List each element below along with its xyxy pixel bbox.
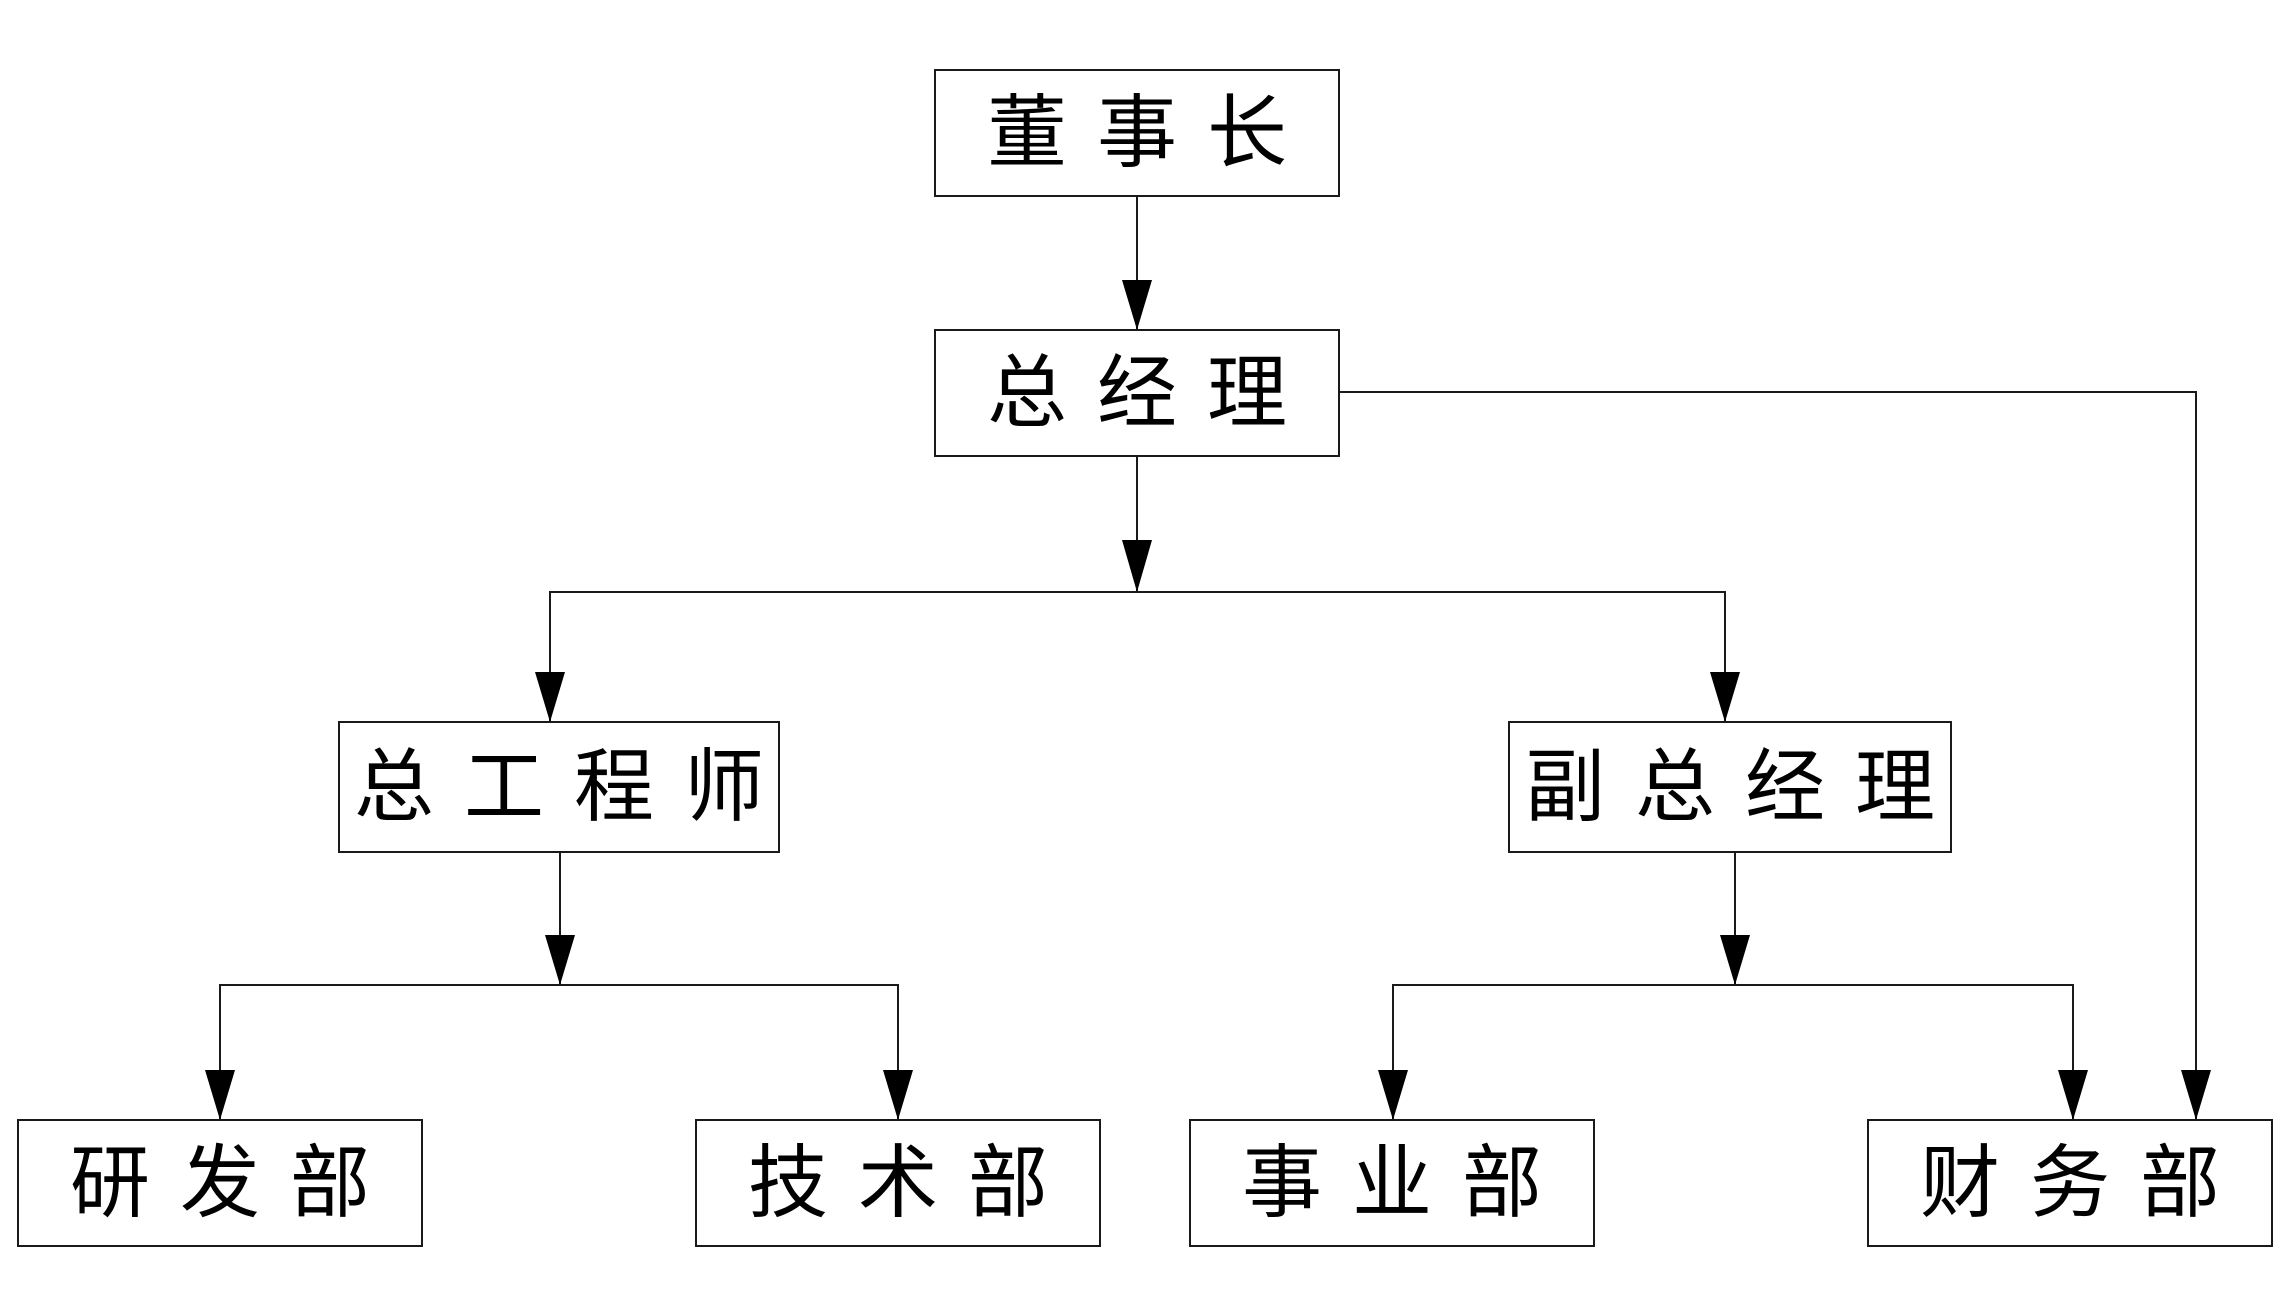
node-technical-department: 技术部 [695, 1119, 1101, 1247]
node-box-chief-engineer [338, 721, 780, 853]
node-chairman: 董事长 [934, 69, 1340, 197]
edge-split-rd-technical [219, 984, 899, 1120]
node-label-rd-department: 研发部 [70, 1137, 400, 1230]
arrowhead-chief-engineer [535, 672, 565, 722]
node-finance-department: 财务部 [1867, 1119, 2273, 1247]
node-general-manager: 总经理 [934, 329, 1340, 457]
node-label-general-manager: 总经理 [987, 347, 1317, 440]
arrowhead-business-department [1378, 1070, 1408, 1120]
node-label-finance-department: 财务部 [1920, 1137, 2250, 1230]
node-box-deputy-general-manager [1508, 721, 1952, 853]
connectors [205, 196, 2211, 1120]
arrowhead-chief-engineer-split [545, 935, 575, 985]
node-label-chairman: 董事长 [987, 87, 1317, 180]
node-label-business-department: 事业部 [1242, 1137, 1572, 1230]
arrowhead-finance-from-gm [2181, 1070, 2211, 1120]
arrowhead-technical-department [883, 1070, 913, 1120]
arrowhead-deputy-split [1720, 935, 1750, 985]
node-label-technical-department: 技术部 [748, 1137, 1078, 1230]
node-box-rd-department [17, 1119, 423, 1247]
arrowhead-finance-from-deputy [2058, 1070, 2088, 1120]
node-label-chief-engineer: 总工程师 [354, 741, 794, 834]
node-chief-engineer: 总工程师 [338, 721, 794, 853]
node-label-deputy-general-manager: 副总经理 [1525, 741, 1965, 834]
arrowhead-general-manager [1122, 280, 1152, 330]
edge-split-business-finance [1392, 984, 2074, 1120]
node-box-finance-department [1867, 1119, 2273, 1247]
node-box-chairman [934, 69, 1340, 197]
edge-general-manager-finance [1339, 391, 2197, 1120]
node-box-business-department [1189, 1119, 1595, 1247]
node-rd-department: 研发部 [17, 1119, 423, 1247]
node-box-technical-department [695, 1119, 1101, 1247]
node-business-department: 事业部 [1189, 1119, 1595, 1247]
edge-split-chief-deputy [549, 591, 1726, 722]
arrowhead-general-manager-split [1122, 540, 1152, 592]
node-deputy-general-manager: 副总经理 [1508, 721, 1965, 853]
arrowhead-rd-department [205, 1070, 235, 1120]
node-box-general-manager [934, 329, 1340, 457]
arrowhead-deputy-general-manager [1710, 672, 1740, 722]
